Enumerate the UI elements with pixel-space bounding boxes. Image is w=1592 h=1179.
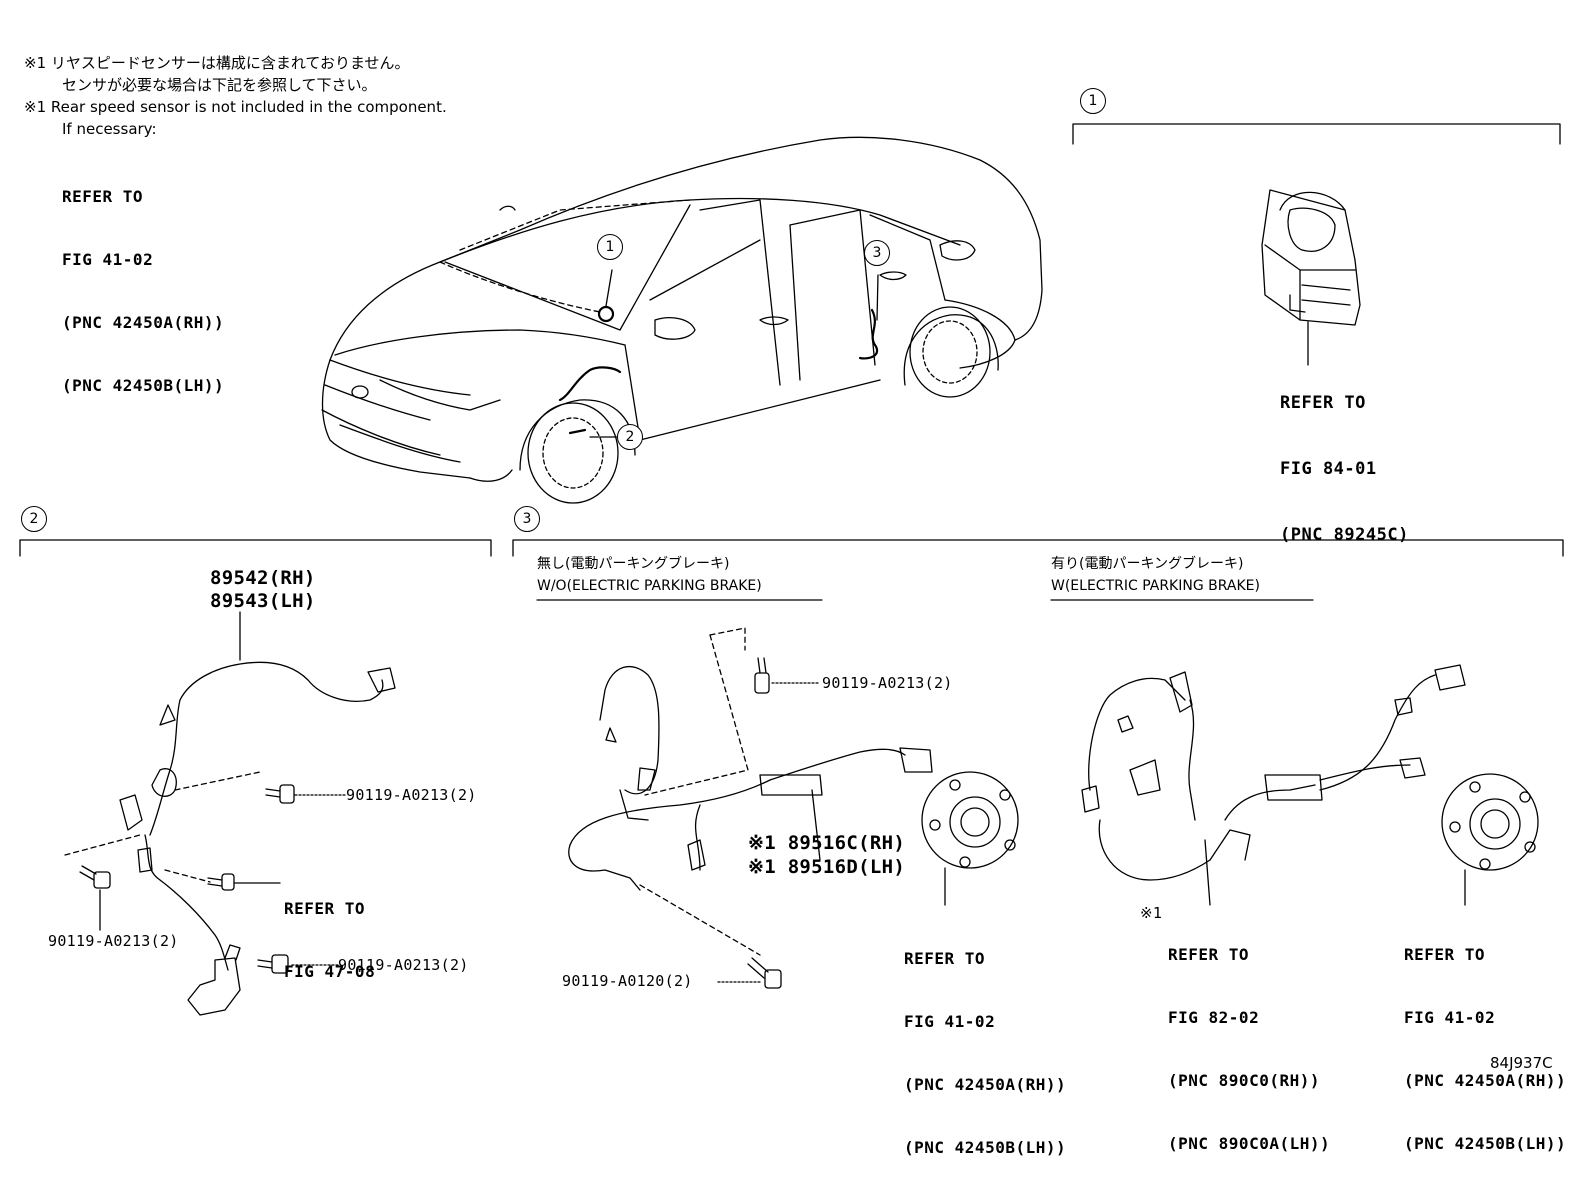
bolt-drawing-3 [207,873,235,891]
section3-refer-hub-left: REFER TO FIG 41-02 (PNC 42450A(RH)) (PNC… [904,906,1066,1179]
note-refer-line: REFER TO [62,187,144,206]
section3-bolt-top[interactable]: 90119-A0213(2) [822,674,953,692]
section2-bolt-a[interactable]: 90119-A0213(2) [346,786,477,804]
note-jp-line1: ※1 リヤスピードセンサーは構成に含まれておりません。 [24,54,410,72]
note-refer-block: REFER TO FIG 41-02 (PNC 42450A(RH)) (PNC… [62,144,224,417]
figure-code: 84J937C [1490,1054,1553,1072]
note-en-line2: If necessary: [62,120,157,138]
bolt-drawing-top [754,657,770,694]
bolt-drawing-bottom [747,957,782,989]
refer-epb-line: (PNC 890C0A(LH)) [1168,1134,1331,1153]
car-callout-2: 2 [617,424,643,450]
section1-refer-line: REFER TO [1280,393,1366,413]
section3-refer-epb: REFER TO FIG 82-02 (PNC 890C0(RH)) (PNC … [1168,902,1330,1175]
section2-part-rh[interactable]: 89542(RH) [210,567,316,589]
bolt-drawing-1 [265,784,295,804]
note-en-line1: ※1 Rear speed sensor is not included in … [24,98,447,116]
section3-left-drawing [568,627,1019,989]
car-callout-3: 3 [864,240,890,266]
section-1-callout: 1 [1080,88,1106,114]
section2-refer-line: REFER TO [284,899,366,918]
note-jp-line2: センサが必要な場合は下記を参照して下さい。 [62,76,377,94]
section2-bolt-b[interactable]: 90119-A0213(2) [48,932,179,950]
section3-bolt-bottom[interactable]: 90119-A0120(2) [562,972,693,990]
section2-part-lh[interactable]: 89543(LH) [210,590,316,612]
section3-left-title-jp: 無し(電動パーキングブレーキ) [537,556,730,572]
section3-left-title-en: W/O(ELECTRIC PARKING BRAKE) [537,578,762,594]
refer-hub-left-line: FIG 41-02 [904,1012,996,1031]
car-drawing [321,136,1043,504]
refer-epb-line: REFER TO [1168,945,1250,964]
section1-refer-line: FIG 84-01 [1280,459,1377,479]
refer-hub-right-line: REFER TO [1404,945,1486,964]
note-refer-line: FIG 41-02 [62,250,154,269]
section3-right-title-jp: 有り(電動パーキングブレーキ) [1051,556,1244,572]
section-2-callout: 2 [21,506,47,532]
section-2-bracket [19,539,492,557]
bolt-drawing-4 [257,954,289,974]
car-callout-1: 1 [597,234,623,260]
bolt-drawing-2 [79,865,111,889]
refer-hub-left-line: REFER TO [904,949,986,968]
note-refer-line: (PNC 42450B(LH)) [62,376,225,395]
section1-refer: REFER TO FIG 84-01 (PNC 89245C) [1280,348,1409,568]
refer-hub-left-line: (PNC 42450A(RH)) [904,1075,1067,1094]
section2-harness-drawing [64,611,396,1016]
section2-refer-line: FIG 47-08 [284,962,376,981]
section3-right-title-en: W(ELECTRIC PARKING BRAKE) [1051,578,1260,594]
section3-part-rh[interactable]: ※1 89516C(RH) [748,832,906,854]
section-3-bracket [512,539,1564,557]
refer-epb-line: (PNC 890C0(RH)) [1168,1071,1320,1090]
diagram-drawing [19,123,1564,1016]
section1-refer-line: (PNC 89245C) [1280,525,1409,545]
note-refer-line: (PNC 42450A(RH)) [62,313,225,332]
section2-refer: REFER TO FIG 47-08 [284,856,375,1003]
refer-epb-line: FIG 82-02 [1168,1008,1260,1027]
section1-unit-drawing [1261,189,1361,366]
section3-refer-hub-right: REFER TO FIG 41-02 (PNC 42450A(RH)) (PNC… [1404,902,1566,1175]
section3-part-lh[interactable]: ※1 89516D(LH) [748,856,906,878]
section3-epb-mark: ※1 [1140,904,1163,922]
section-3-callout: 3 [514,506,540,532]
section-1-bracket [1072,123,1561,145]
section3-right-drawing [1081,664,1539,906]
section2-bolt-c[interactable]: 90119-A0213(2) [338,956,469,974]
refer-hub-left-line: (PNC 42450B(LH)) [904,1138,1067,1157]
refer-hub-right-line: (PNC 42450A(RH)) [1404,1071,1567,1090]
refer-hub-right-line: FIG 41-02 [1404,1008,1496,1027]
refer-hub-right-line: (PNC 42450B(LH)) [1404,1134,1567,1153]
